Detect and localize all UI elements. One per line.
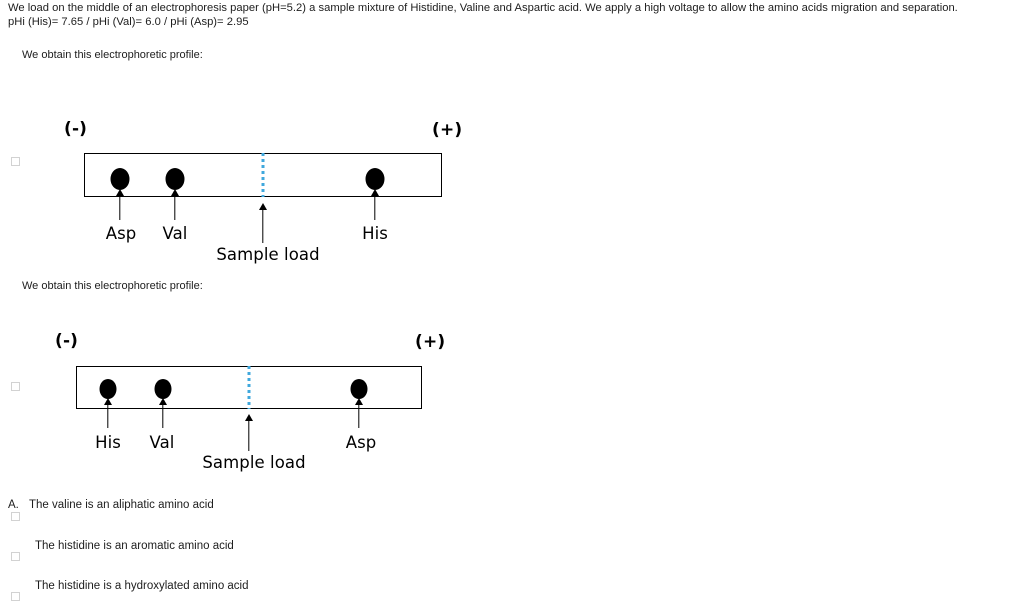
ghost-checkbox-diagram2[interactable] <box>11 382 20 391</box>
diagram2-band-label-3: Asp <box>345 433 377 452</box>
diagram1-band-arrowhead-3 <box>371 189 379 196</box>
diagram2-band-leader-3 <box>358 405 360 428</box>
option-label-1[interactable]: The valine is an aliphatic amino acid <box>29 499 214 511</box>
diagram1-band-spot-1 <box>110 168 130 190</box>
diagram1-sample-load-line <box>261 153 265 197</box>
diagram2-sample-load-label: Sample load <box>202 453 306 472</box>
diagram1-sample-load-label: Sample load <box>216 245 320 264</box>
diagram1-band-label-2: Val <box>162 224 188 243</box>
diagram1-band-label-1: Asp <box>105 224 137 243</box>
diagram1-band-arrowhead-2 <box>171 189 179 196</box>
diagram2-band-leader-2 <box>162 405 164 428</box>
diagram2-band-label-2: Val <box>149 433 175 452</box>
diagram2-band-spot-3 <box>350 379 368 399</box>
option-label-3[interactable]: The histidine is a hydroxylated amino ac… <box>35 580 249 592</box>
diagram1-anode-label: (+) <box>432 120 463 140</box>
diagram2-sample-load-line <box>247 366 251 409</box>
diagram2-band-spot-2 <box>154 379 172 399</box>
diagram1-cathode-label: (-) <box>64 119 88 139</box>
diagram2-anode-label: (+) <box>415 332 446 352</box>
question-prompt-line-1: We load on the middle of an electrophore… <box>8 2 958 14</box>
diagram2-band-leader-1 <box>107 405 109 428</box>
diagram1-band-leader-3 <box>374 196 376 220</box>
diagram1-sample-load-arrowhead <box>259 203 267 210</box>
diagram1-band-spot-3 <box>365 168 385 190</box>
option-checkbox-3[interactable] <box>11 592 20 601</box>
diagram1-band-label-3: His <box>362 224 388 243</box>
diagram1-caption: We obtain this electrophoretic profile: <box>22 49 203 61</box>
diagram2-band-arrowhead-1 <box>104 398 112 405</box>
diagram1-band-leader-1 <box>119 196 121 220</box>
option-letter-a: A. <box>8 499 19 511</box>
diagram2-caption: We obtain this electrophoretic profile: <box>22 280 203 292</box>
diagram2-band-spot-1 <box>99 379 117 399</box>
option-label-2[interactable]: The histidine is an aromatic amino acid <box>35 540 234 552</box>
diagram2-band-label-1: His <box>95 433 121 452</box>
diagram2-sample-load-arrowhead <box>245 414 253 421</box>
diagram2-cathode-label: (-) <box>55 331 79 351</box>
question-prompt-line-2: pHi (His)= 7.65 / pHi (Val)= 6.0 / pHi (… <box>8 16 249 28</box>
diagram1-sample-load-leader <box>262 210 264 243</box>
diagram1-band-leader-2 <box>174 196 176 220</box>
option-checkbox-2[interactable] <box>11 552 20 561</box>
ghost-checkbox-diagram1[interactable] <box>11 157 20 166</box>
diagram2-band-arrowhead-2 <box>159 398 167 405</box>
diagram2-band-arrowhead-3 <box>355 398 363 405</box>
diagram1-band-arrowhead-1 <box>116 189 124 196</box>
option-checkbox-1[interactable] <box>11 512 20 521</box>
diagram1-band-spot-2 <box>165 168 185 190</box>
diagram2-sample-load-leader <box>248 421 250 451</box>
